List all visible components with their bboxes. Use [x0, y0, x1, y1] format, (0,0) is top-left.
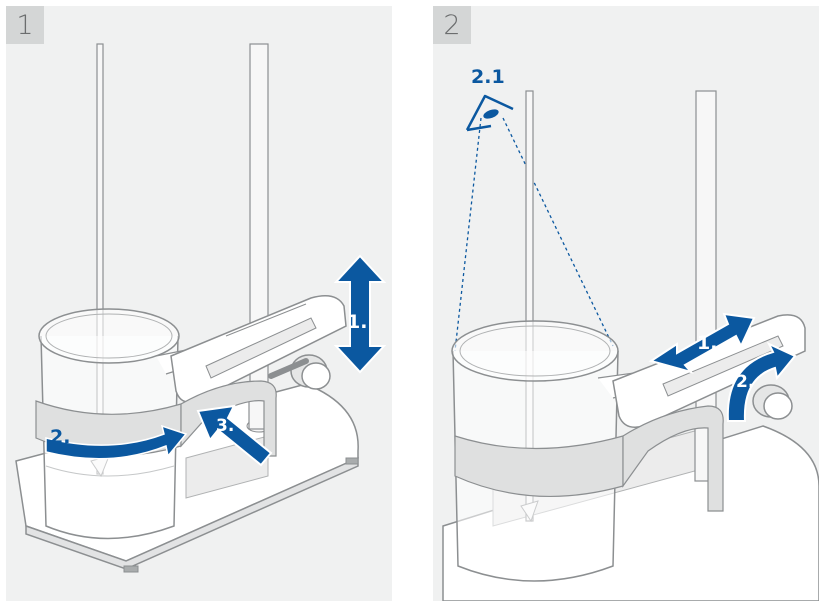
step-2-label: 2.	[736, 372, 754, 392]
curved-arrow-icon	[45, 424, 188, 460]
step-3-label: 3.	[216, 416, 234, 436]
sight-lines	[454, 117, 614, 352]
double-arrow-icon	[648, 312, 756, 374]
curved-arrow-icon	[726, 341, 797, 422]
panel-number-badge: 1	[6, 6, 44, 44]
clamp-arm	[170, 295, 347, 403]
step-2-1-label: 2.1	[471, 66, 505, 88]
step-2-label: 2.	[50, 426, 70, 448]
step-1-label: 1.	[697, 332, 717, 354]
stirrer-setup-drawing: 1. 2. 3.	[15, 43, 387, 573]
step-1-label: 1.	[347, 311, 367, 333]
clamp-arm	[612, 314, 806, 428]
illustration-panel-2: 2 2.1	[433, 6, 819, 601]
eye-icon	[465, 94, 514, 132]
double-arrow-icon	[333, 254, 387, 374]
panel-number-badge: 2	[433, 6, 471, 44]
velcro-strap	[454, 405, 724, 512]
illustration-panel-1: 1	[6, 6, 392, 601]
straight-arrow-icon	[196, 404, 273, 467]
stirrer-adjust-drawing: 2.1	[442, 66, 819, 601]
